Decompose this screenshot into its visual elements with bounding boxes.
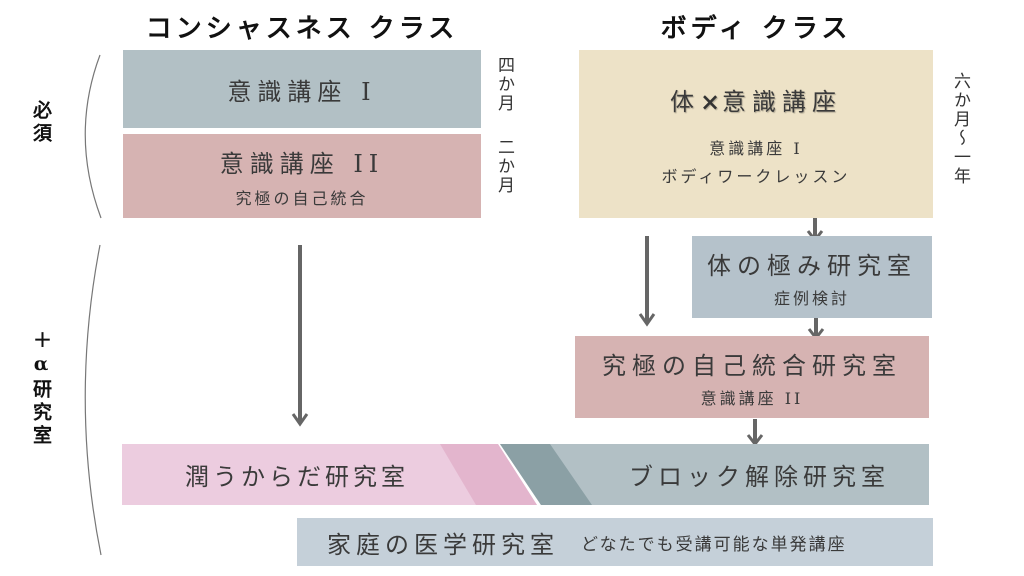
consciousness-class-heading: コンシャスネス クラス (145, 14, 459, 44)
moist-body-lab-box[interactable]: 潤うからだ研究室 (122, 444, 472, 505)
course-1-duration: 四か月 (494, 56, 514, 113)
labs-bracket (84, 244, 102, 556)
body-course-title-body: 体 (669, 87, 700, 116)
course-2-duration: 二か月 (494, 138, 514, 195)
block-release-lab-shape (500, 444, 929, 505)
body-course-line-2: ボディワークレッスン (661, 166, 851, 186)
moist-body-lab-title: 潤うからだ研究室 (185, 463, 409, 491)
body-course-title-consciousness: 意識講座 (722, 87, 843, 116)
required-label: 必須 (30, 100, 52, 146)
home-medicine-lab-title: 家庭の医学研究室 (327, 530, 559, 559)
home-medicine-lab-box[interactable]: 家庭の医学研究室 どなたでも受講可能な単発講座 (297, 518, 933, 566)
moist-body-lab-accent (440, 444, 537, 505)
arrow-course2-to-moist-lab (291, 245, 309, 427)
moist-body-lab-shape (122, 444, 537, 505)
body-consciousness-course-box[interactable]: 体×意識講座 意識講座 I ボディワークレッスン (579, 50, 933, 218)
body-course-duration: 六か月～一年 (950, 72, 970, 186)
body-class-heading: ボディ クラス (660, 14, 852, 44)
consciousness-course-2-box[interactable]: 意識講座 II 究極の自己統合 (123, 134, 481, 218)
self-integration-lab-box[interactable]: 究極の自己統合研究室 意識講座 II (575, 336, 929, 418)
arrow-body-course-to-self-integration-lab (638, 236, 656, 327)
home-medicine-lab-note: どなたでも受講可能な単発講座 (581, 534, 847, 555)
consciousness-course-1-box[interactable]: 意識講座 I (123, 50, 481, 128)
body-mastery-lab-title: 体の極み研究室 (707, 251, 917, 280)
block-release-lab-accent (500, 444, 592, 505)
cross-icon: × (699, 86, 723, 116)
course-2-title: 意識講座 II (219, 149, 385, 178)
body-course-title: 体×意識講座 (670, 82, 842, 117)
course-1-title: 意識講座 I (227, 77, 377, 106)
self-integration-lab-subtitle: 意識講座 II (700, 388, 804, 408)
self-integration-lab-title: 究極の自己統合研究室 (602, 351, 902, 380)
required-bracket (84, 54, 102, 219)
course-2-subtitle: 究極の自己統合 (235, 188, 369, 208)
block-release-lab-box[interactable]: ブロック解除研究室 (590, 444, 929, 505)
plus-alpha-labs-label: ＋α研究室 (30, 330, 52, 448)
block-release-lab-title: ブロック解除研究室 (629, 463, 890, 491)
body-mastery-lab-subtitle: 症例検討 (773, 288, 850, 308)
body-course-line-1: 意識講座 I (709, 138, 803, 158)
body-mastery-lab-box[interactable]: 体の極み研究室 症例検討 (692, 236, 932, 318)
